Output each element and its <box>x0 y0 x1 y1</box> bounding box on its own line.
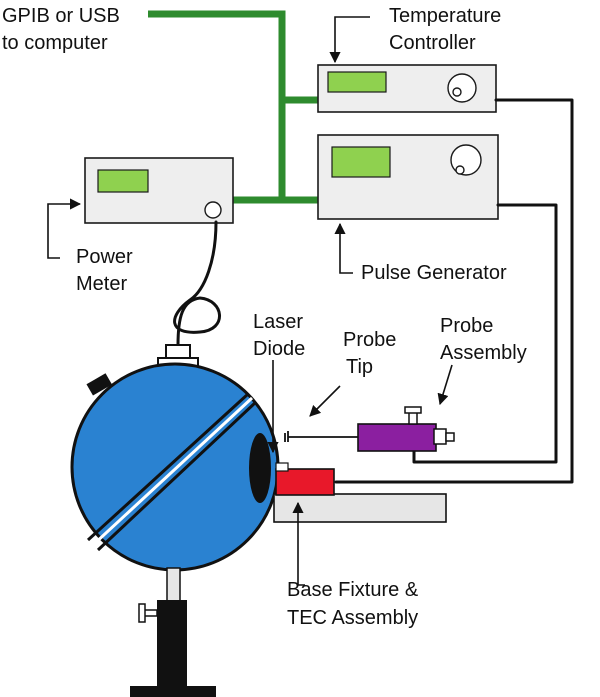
base-fixture <box>273 493 447 523</box>
temperature-controller-pointer <box>329 16 370 64</box>
fiber-cable <box>173 220 221 347</box>
base-fixture-label-line2: TEC Assembly <box>287 607 419 629</box>
gpib-label-line2: to computer <box>2 32 108 54</box>
pulse-generator <box>317 134 499 220</box>
pulse-generator-cable <box>412 203 558 464</box>
probe-assembly-label-line2: Assembly <box>440 342 527 364</box>
probe-assembly <box>284 406 455 452</box>
power-meter-pointer <box>47 198 82 259</box>
temperature-controller-label-line2: Controller <box>389 32 476 54</box>
sphere-stand <box>130 567 216 697</box>
probe-tip-pointer <box>309 385 341 417</box>
temperature-controller-cable <box>334 98 574 484</box>
pulse-generator-pointer <box>334 222 353 274</box>
temperature-controller <box>317 64 497 113</box>
laser-diode <box>275 468 335 496</box>
base-fixture-label-line1: Base Fixture & <box>287 579 419 601</box>
probe-tip-label-line2: Tip <box>346 356 374 378</box>
probe-tip-label-line1: Probe <box>343 329 397 351</box>
power-meter <box>84 157 234 224</box>
power-meter-label-line1: Power <box>76 246 133 268</box>
integrating-sphere <box>70 344 280 572</box>
probe-assembly-label-line1: Probe <box>440 315 494 337</box>
temperature-controller-label-line1: Temperature <box>389 5 502 27</box>
pulse-generator-label: Pulse Generator <box>361 262 507 284</box>
probe-assembly-pointer <box>437 364 453 406</box>
laser-diode-label-line1: Laser <box>253 311 304 333</box>
gpib-usb-bus <box>148 10 320 204</box>
laser-diode-label-line2: Diode <box>253 338 306 360</box>
base-fixture-pointer <box>292 501 305 586</box>
power-meter-label-line2: Meter <box>76 273 128 295</box>
gpib-label-line1: GPIB or USB <box>2 5 120 27</box>
